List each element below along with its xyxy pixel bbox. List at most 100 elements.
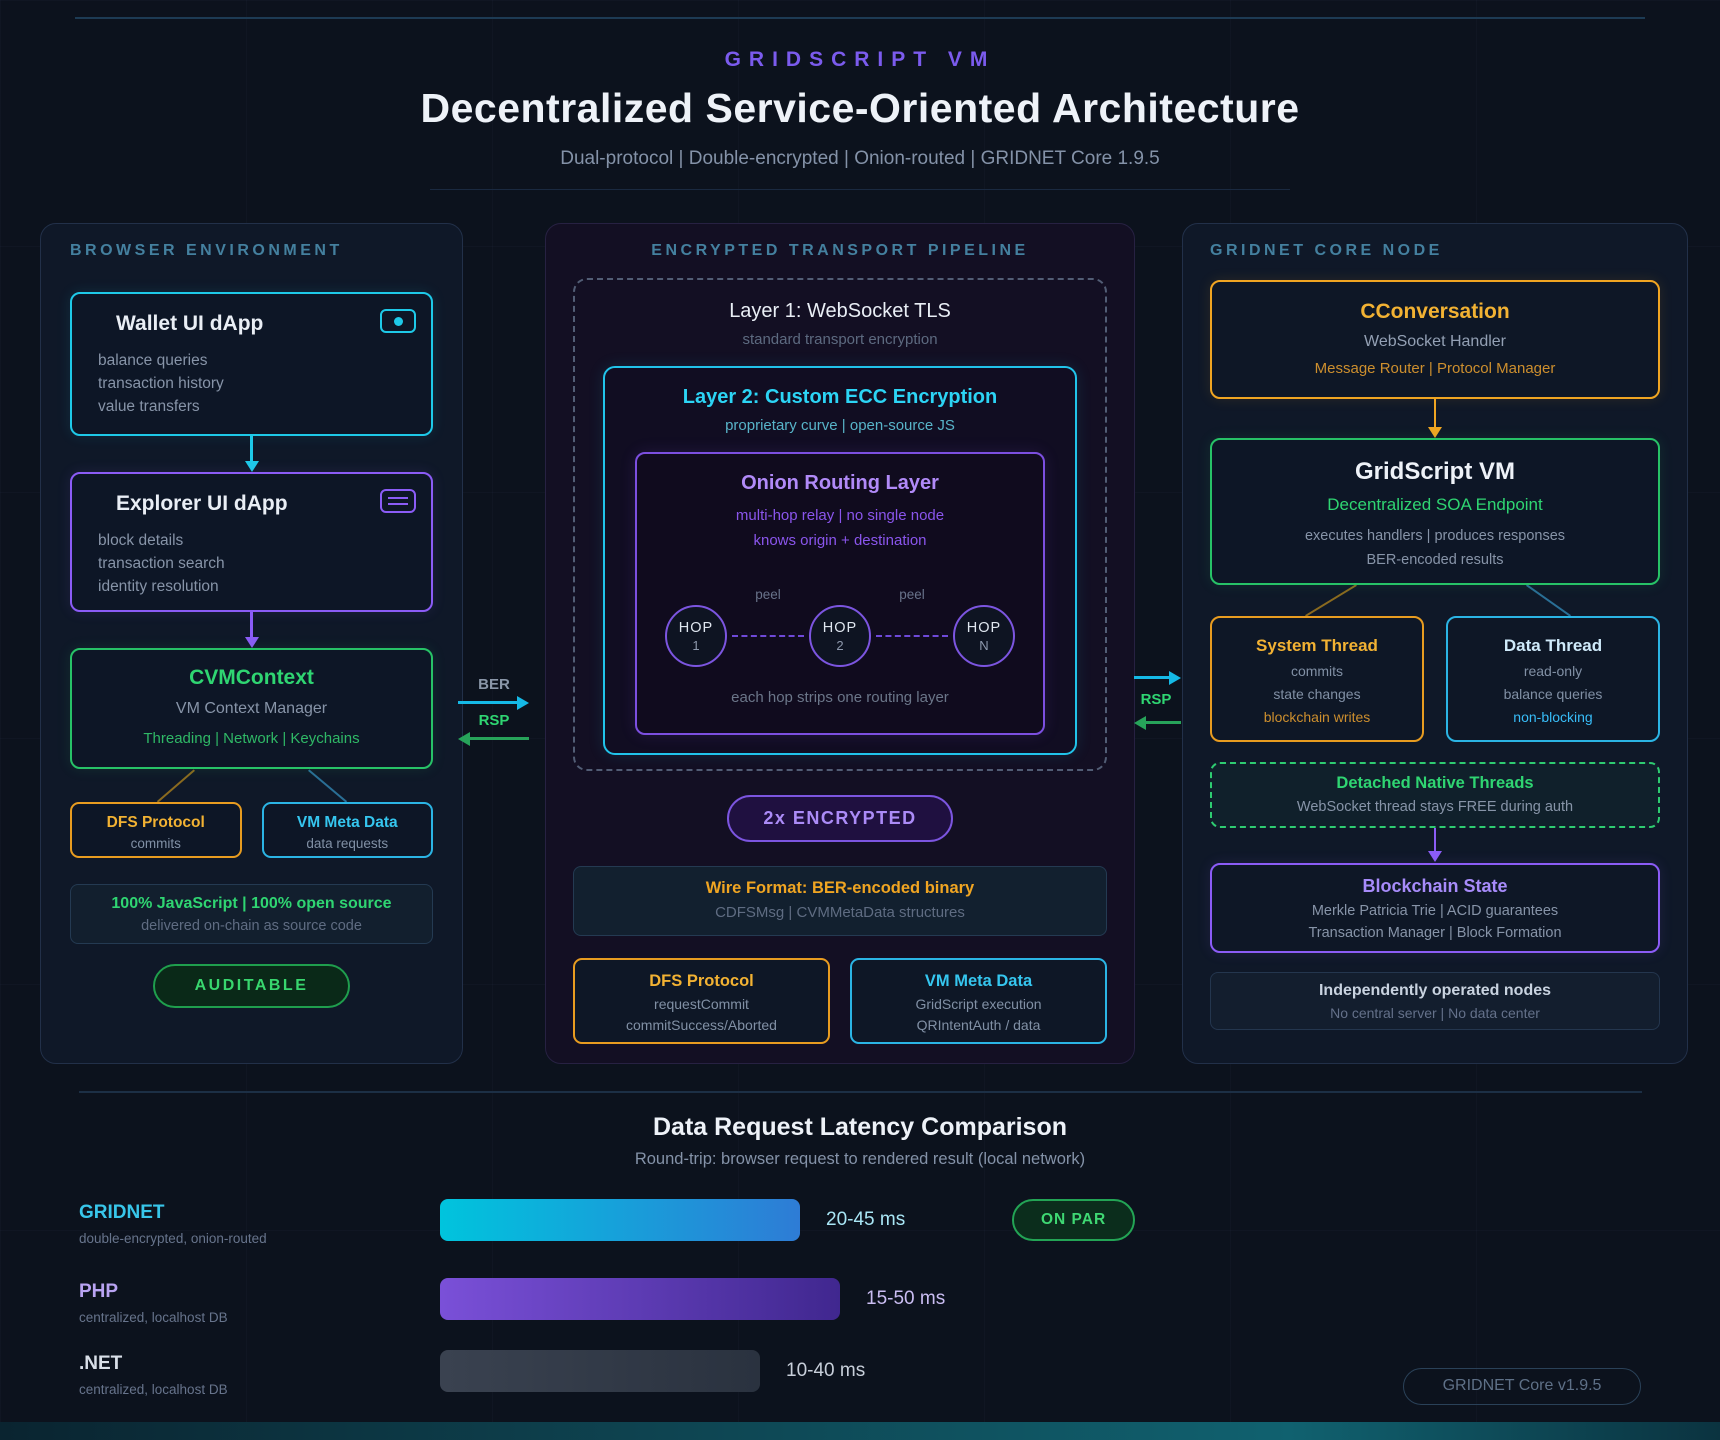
cconversation-to-vm-arrow [1210,399,1660,438]
wallet-ui-dapp-box: Wallet UI dApp balance queries transacti… [70,292,433,436]
hop-label: HOP [966,619,1002,636]
wire-format-box: Wire Format: BER-encoded binary CDFSMsg … [573,866,1107,936]
wallet-title: Wallet UI dApp [116,312,264,335]
connector-lines [1305,585,1571,616]
hop-link: peel [732,587,804,637]
data-thread-line: read-only [1523,663,1583,679]
chart-divider [79,1091,1642,1093]
row-note: centralized, localhost DB [79,1310,228,1325]
detached-to-blockchain-arrow [1210,828,1660,863]
ber-flow-label: BER [478,676,510,693]
gridscript-vm-line: BER-encoded results [1366,552,1504,568]
detached-threads-title: Detached Native Threads [1336,774,1534,792]
rsp-flow-label-right: RSP [1140,691,1172,708]
latency-bar-gridnet [440,1199,800,1241]
layer1-title: Layer 1: WebSocket TLS [729,300,951,322]
pipeline-protocol-row: DFS Protocol requestCommit commitSuccess… [573,958,1107,1044]
kicker-label: GRIDSCRIPT VM [724,48,996,71]
wallet-items: balance queries transaction history valu… [72,336,431,418]
hop-number: 1 [692,637,700,653]
system-thread-title: System Thread [1256,636,1378,655]
system-thread-box: System Thread commits state changes bloc… [1210,616,1424,742]
rsp-flow-label-left: RSP [478,712,510,729]
hop-number: N [979,637,989,653]
explorer-title: Explorer UI dApp [116,492,288,515]
rsp-response-arrow-left [458,731,529,746]
layer2-title: Layer 2: Custom ECC Encryption [682,386,998,408]
row-note: centralized, localhost DB [79,1382,228,1397]
explorer-item: identity resolution [98,578,219,595]
protocol-row: DFS Protocol commits VM Meta Data data r… [70,802,433,858]
core-node-title: GRIDNET CORE NODE [1210,242,1443,259]
open-source-box: 100% JavaScript | 100% open source deliv… [70,884,433,944]
wire-format-subtitle: CDFSMsg | CVMMetaData structures [715,904,965,921]
row-label: PHP [79,1281,119,1302]
blockchain-state-title: Blockchain State [1362,876,1508,896]
header-rule [430,189,1290,190]
dfs-title: DFS Protocol [649,972,754,990]
chart-title: Data Request Latency Comparison [653,1113,1067,1141]
auditable-badge: AUDITABLE [152,964,351,1008]
layer2-ecc-box: Layer 2: Custom ECC Encryption proprieta… [603,366,1077,755]
explorer-items: block details transaction search identit… [72,516,431,598]
hop-label: HOP [678,619,714,636]
system-thread-line: state changes [1273,686,1361,702]
vm-meta-data-box-pipeline: VM Meta Data GridScript execution QRInte… [850,958,1107,1044]
cvmcontext-subtitle: VM Context Manager [175,700,328,717]
independent-nodes-box: Independently operated nodes No central … [1210,972,1660,1030]
top-divider [75,17,1645,19]
system-thread-line: commits [1290,663,1344,679]
hop-node-1: HOP 1 [665,605,727,667]
encrypted-badge: 2x ENCRYPTED [727,795,953,842]
explorer-item: block details [98,532,184,549]
pipeline-title: ENCRYPTED TRANSPORT PIPELINE [651,242,1029,259]
data-thread-box: Data Thread read-only balance queries no… [1446,616,1660,742]
threads-row: System Thread commits state changes bloc… [1210,616,1660,742]
wallet-icon [380,309,416,333]
cconversation-title: CConversation [1360,300,1510,323]
gridscript-vm-title: GridScript VM [1354,458,1516,485]
page-title: Decentralized Service-Oriented Architect… [420,85,1300,131]
dfs-line: requestCommit [654,996,749,1012]
data-thread-highlight: non-blocking [1513,709,1593,725]
latency-value: 15-50 ms [866,1288,946,1309]
connector-lines [156,769,348,802]
vm-meta-line: GridScript execution [915,996,1042,1012]
hop-node-n: HOP N [953,605,1015,667]
browser-environment-title: BROWSER ENVIRONMENT [70,242,343,259]
latency-row-php: PHP centralized, localhost DB 15-50 ms [0,1278,1720,1325]
wire-format-title: Wire Format: BER-encoded binary [705,879,975,897]
explorer-ui-dapp-box: Explorer UI dApp block details transacti… [70,472,433,612]
latency-bar-dotnet [440,1350,760,1392]
blockchain-state-line: Merkle Patricia Trie | ACID guarantees [1311,903,1559,919]
onion-footnote: each hop strips one routing layer [731,689,949,706]
version-badge: GRIDNET Core v1.9.5 [1403,1368,1641,1405]
detached-threads-box: Detached Native Threads WebSocket thread… [1210,762,1660,828]
row-label: GRIDNET [79,1202,165,1223]
cvmcontext-title: CVMContext [189,666,314,689]
vm-meta-data-note: data requests [306,836,389,851]
latency-value: 10-40 ms [786,1360,866,1381]
bottom-accent-strip [0,1422,1720,1440]
dfs-protocol-note: commits [130,836,181,851]
dfs-protocol-box: DFS Protocol commits [70,802,242,858]
latency-row-gridnet: GRIDNET double-encrypted, onion-routed 2… [0,1199,1720,1246]
on-par-badge: ON PAR [1012,1199,1136,1241]
cconversation-subtitle: WebSocket Handler [1364,333,1506,350]
row-label: .NET [79,1353,123,1374]
onion-line: knows origin + destination [753,532,927,549]
cconversation-tags: Message Router | Protocol Manager [1314,360,1556,377]
vm-meta-line: QRIntentAuth / data [916,1017,1041,1033]
hop-node-2: HOP 2 [809,605,871,667]
open-source-note: delivered on-chain as source code [141,918,362,934]
blockchain-state-box: Blockchain State Merkle Patricia Trie | … [1210,863,1660,953]
explorer-to-cvm-arrow [70,612,433,648]
page-header: GRIDSCRIPT VM Decentralized Service-Orie… [0,48,1720,190]
peel-label: peel [755,587,781,602]
cvmcontext-tags: Threading | Network | Keychains [143,730,360,747]
explorer-item: transaction search [98,555,225,572]
hop-link: peel [876,587,948,637]
onion-line: multi-hop relay | no single node [735,507,945,524]
rsp-response-arrow-right [1134,715,1181,730]
onion-title: Onion Routing Layer [741,472,939,494]
